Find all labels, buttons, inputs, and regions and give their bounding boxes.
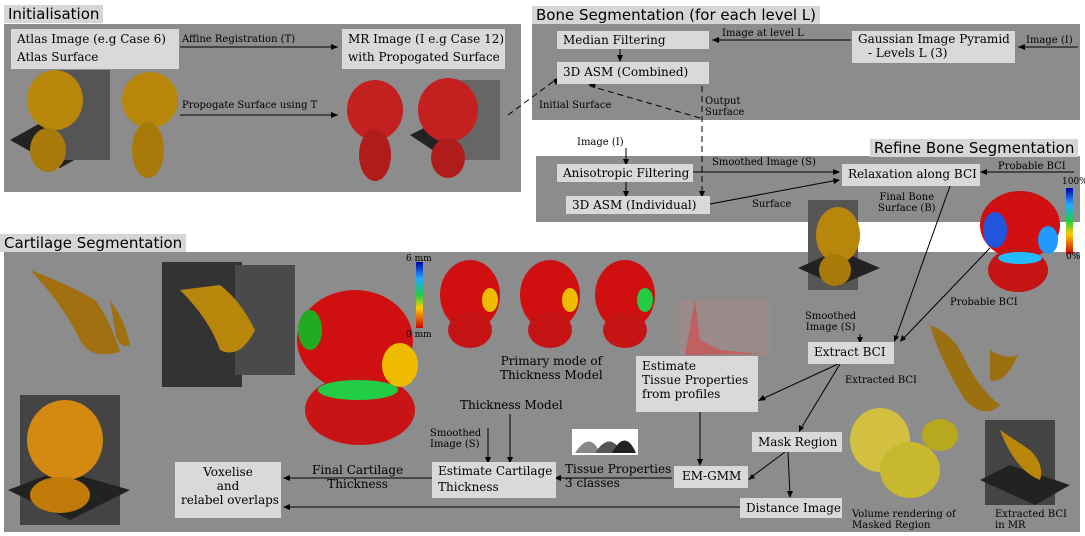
primary-mode-label: Primary mode of Thickness Model — [500, 354, 603, 382]
mr-image-box: MR Image (I e.g Case 12) with Propogated… — [342, 29, 505, 69]
thickness-colorbar — [416, 262, 423, 328]
image-at-level-label: Image at level L — [722, 28, 804, 39]
image-i-top-label: Image (I) — [1026, 35, 1073, 46]
em-gmm-box: EM-GMM — [674, 466, 748, 488]
median-filtering-box: Median Filtering — [557, 31, 709, 49]
image-i-mid-label: Image (I) — [577, 137, 624, 148]
smoothed-image-top-label: Smoothed Image (S) — [712, 157, 816, 168]
thickness-model-label: Thickness Model — [460, 398, 563, 412]
extracted-bci-label: Extracted BCI — [845, 375, 917, 386]
mr-knee-image — [347, 78, 500, 181]
final-cartilage-label: Final Cartilage Thickness — [312, 463, 404, 491]
asm-individual-box: 3D ASM (Individual) — [566, 196, 710, 214]
scale-0mm-label: 0 mm — [406, 330, 432, 340]
estimate-cartilage-box: Estimate Cartilage Thickness — [432, 462, 556, 498]
initial-surface-label: Initial Surface — [539, 100, 612, 111]
volume-rendering-label: Volume rendering of Masked Region — [852, 509, 956, 531]
cartilage-segmentation-header: Cartilage Segmentation — [0, 234, 187, 252]
volume-rendering-image — [850, 408, 958, 498]
relaxation-bci-box: Relaxation along BCI — [842, 164, 980, 186]
distance-image-box: Distance Image — [740, 498, 842, 518]
extracted-bci-mr-image — [980, 420, 1070, 505]
extract-bci-box: Extract BCI — [808, 342, 894, 364]
extracted-bci-mr-label: Extracted BCI in MR — [995, 509, 1067, 531]
cartilage-shape-image — [30, 270, 130, 355]
mask-region-box: Mask Region — [752, 432, 842, 452]
voxelise-box: Voxelise and relabel overlaps — [175, 462, 281, 518]
refine-bone-header: Refine Bone Segmentation — [870, 139, 1079, 157]
probable-bci-top-label: Probable BCI — [998, 161, 1066, 172]
output-surface-label: Output Surface — [705, 96, 745, 118]
thickness-mesh-large — [297, 290, 418, 445]
final-cartilage-image — [8, 395, 130, 525]
affine-registration-label: Affine Registration (T) — [182, 34, 296, 45]
gmm-plot — [572, 429, 638, 455]
propogate-surface-label: Propogate Surface using T — [182, 100, 318, 111]
asm-combined-box: 3D ASM (Combined) — [557, 62, 709, 84]
probability-colorbar — [1066, 188, 1073, 254]
cartilage-mr-image — [162, 262, 295, 387]
initialisation-header: Initialisation — [4, 5, 104, 23]
gaussian-pyramid-box: Gaussian Image Pyramid - Levels L (3) — [852, 31, 1015, 63]
scale-100-label: 100% — [1062, 177, 1085, 187]
surface-label: Surface — [752, 199, 792, 210]
anisotropic-filtering-box: Anisotropic Filtering — [557, 164, 693, 182]
histogram-plot — [680, 300, 770, 355]
smoothed-image-low-label: Smoothed Image (S) — [430, 428, 482, 450]
scale-6mm-label: 6 mm — [406, 254, 432, 264]
final-bone-surface-label: Final Bone Surface (B) — [878, 192, 936, 214]
probable-bci-mid-label: Probable BCI — [950, 297, 1018, 308]
arrowheads — [283, 37, 1025, 510]
final-bone-image — [798, 200, 880, 290]
bone-segmentation-header: Bone Segmentation (for each level L) — [532, 6, 820, 24]
extracted-bci-shape — [930, 325, 1018, 412]
scale-0-label: 0% — [1066, 252, 1081, 262]
probable-bci-mesh — [980, 191, 1060, 292]
atlas-knee-image — [10, 70, 178, 178]
estimate-tissue-box: Estimate Tissue Properties from profiles — [636, 356, 758, 412]
primary-mode-meshes — [440, 260, 655, 348]
atlas-box: Atlas Image (e.g Case 6) Atlas Surface — [11, 29, 179, 69]
smoothed-image-mid-label: Smoothed Image (S) — [805, 311, 857, 333]
tissue-properties-label: Tissue Properties 3 classes — [565, 462, 672, 490]
